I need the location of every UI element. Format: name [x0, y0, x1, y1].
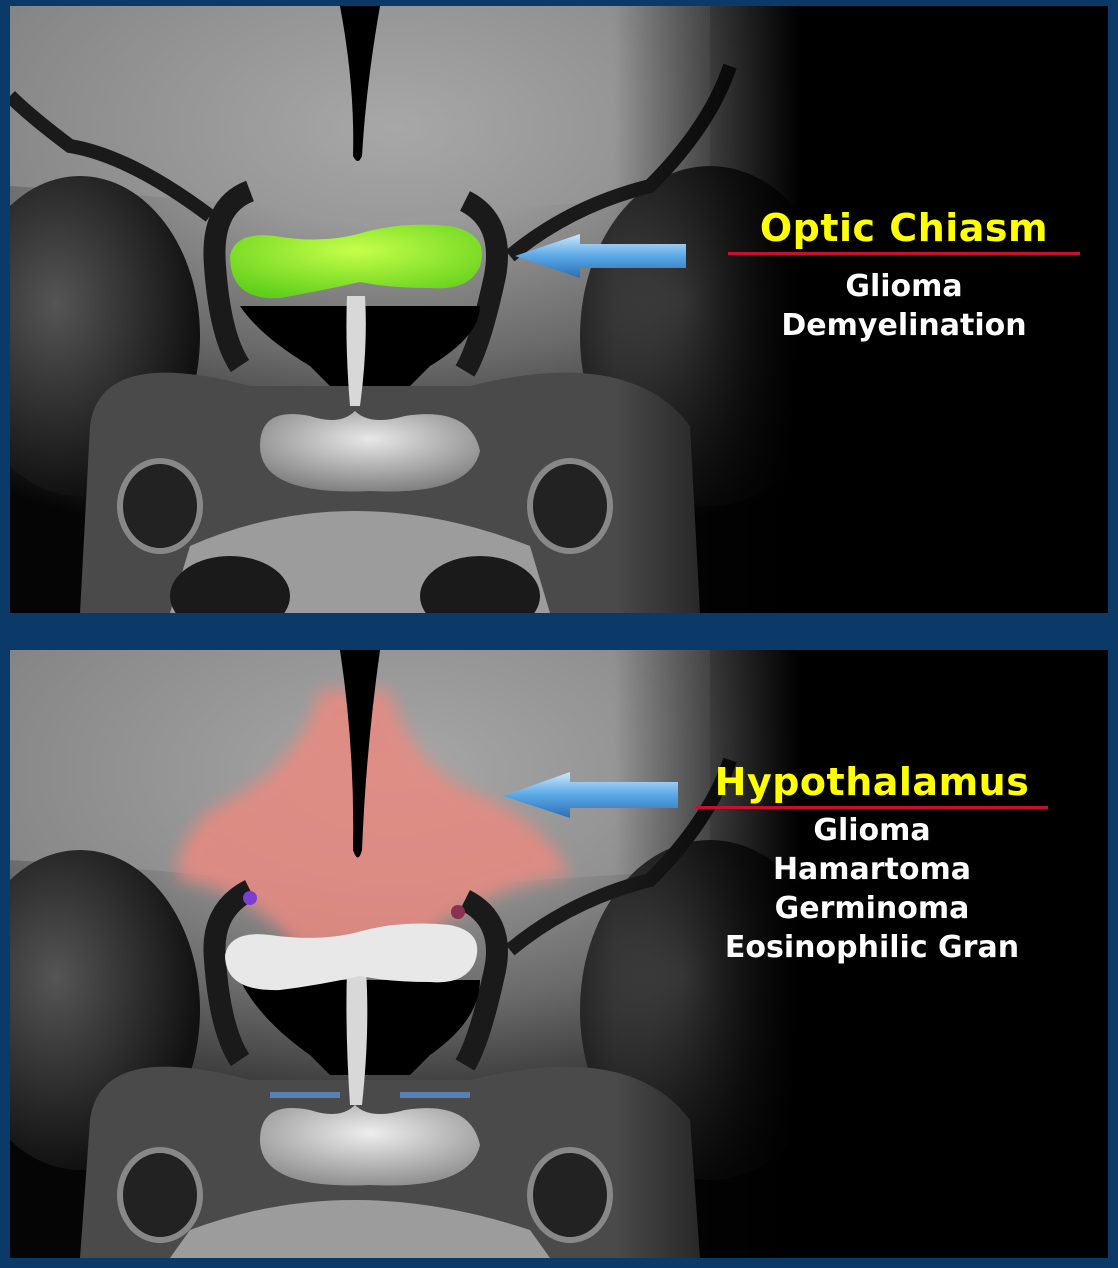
- brain-coronal-illustration-top: [10, 6, 1108, 613]
- list-item: Glioma: [845, 269, 963, 304]
- title-underline: [696, 806, 1048, 809]
- title-underline: [728, 252, 1080, 255]
- brain-coronal-illustration-bottom: [10, 650, 1108, 1258]
- differential-list: Glioma Demyelination: [728, 267, 1080, 345]
- list-item: Glioma: [813, 813, 931, 848]
- list-item: Hamartoma: [772, 852, 972, 887]
- left-arrow-icon: [503, 772, 678, 818]
- panel-title: Optic Chiasm: [759, 206, 1049, 250]
- list-item: Germinoma: [774, 891, 970, 926]
- list-item: Demyelination: [781, 308, 1027, 343]
- hypothalamus-label-group: Hypothalamus Glioma Hamartoma Germinoma …: [696, 760, 1048, 967]
- hypothalamus-panel: Hypothalamus Glioma Hamartoma Germinoma …: [10, 650, 1108, 1258]
- optic-chiasm-panel: Optic Chiasm Glioma Demyelination: [10, 6, 1108, 613]
- left-arrow-icon: [515, 234, 686, 278]
- panel-title: Hypothalamus: [714, 760, 1030, 804]
- list-item: Eosinophilic Gran: [724, 930, 1020, 965]
- optic-chiasm-label-group: Optic Chiasm Glioma Demyelination: [728, 206, 1080, 345]
- differential-list: Glioma Hamartoma Germinoma Eosinophilic …: [696, 811, 1048, 967]
